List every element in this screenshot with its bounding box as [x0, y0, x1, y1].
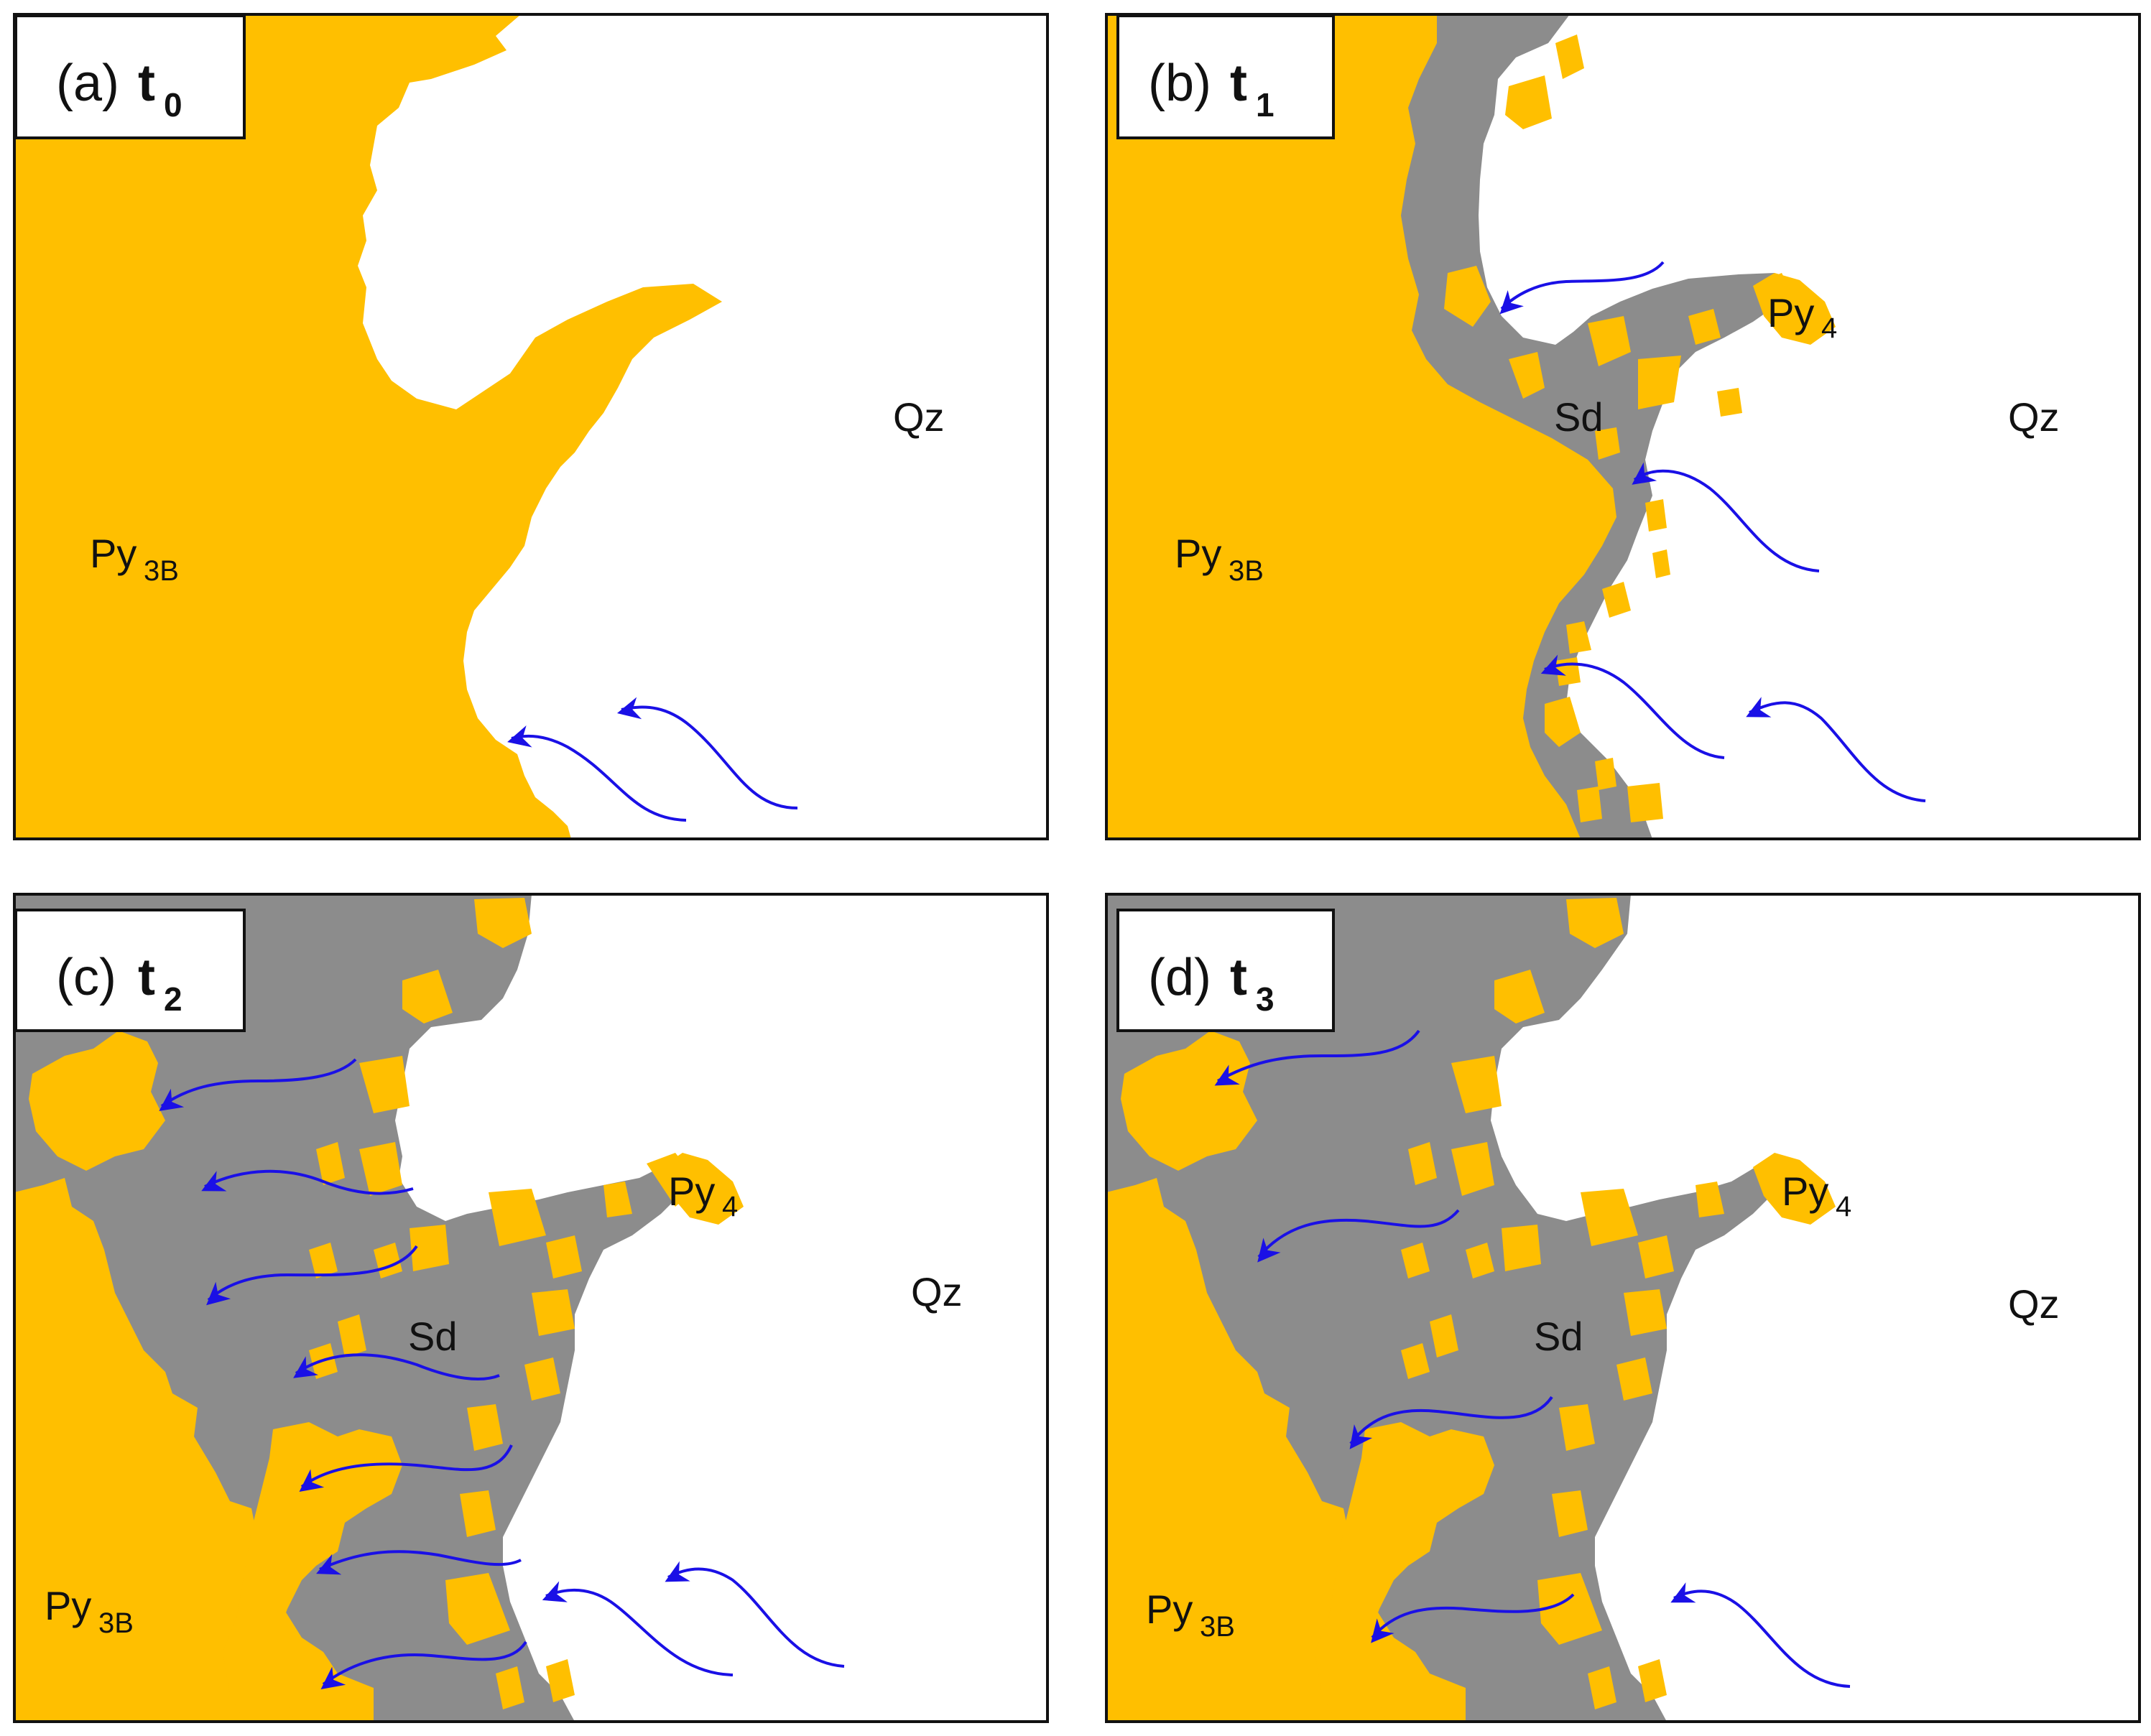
svg-text:4: 4 [722, 1191, 738, 1222]
fluid-arrow [159, 1058, 357, 1111]
fluid-arrow [1670, 1582, 1851, 1688]
time-subscript: 2 [164, 980, 182, 1018]
label-py4: Py 4 [1767, 290, 1837, 344]
svg-text:Py: Py [1146, 1587, 1193, 1632]
fluid-arrow [1746, 697, 1926, 802]
pyrite-py4-tip [661, 1153, 744, 1225]
svg-text:Sd: Sd [1554, 394, 1604, 440]
svg-text:3B: 3B [1229, 555, 1264, 587]
pyrite-py3b-region [1315, 1422, 1494, 1722]
fluid-arrow [320, 1640, 527, 1689]
fluid-arrow [616, 697, 798, 809]
fluid-arrow [1257, 1209, 1460, 1263]
time-subscript: 3 [1256, 980, 1275, 1018]
svg-text:Py: Py [668, 1169, 715, 1214]
svg-text:Py: Py [1782, 1169, 1828, 1214]
svg-text:3B: 3B [98, 1607, 134, 1639]
time-label: t [138, 55, 155, 112]
label-sd: Sd [408, 1314, 458, 1359]
fluid-arrow [542, 1581, 734, 1676]
fluid-arrow [1371, 1593, 1575, 1643]
fluid-arrow [1349, 1396, 1553, 1449]
panel-letter: (d) [1148, 949, 1211, 1006]
label-py4: Py 4 [668, 1169, 738, 1222]
panel-b: (b) t 1 Py 3B Qz Sd Py 4 [1105, 13, 2141, 840]
time-subscript: 1 [1256, 86, 1275, 124]
panel-frame [1105, 13, 2141, 840]
svg-text:4: 4 [1836, 1191, 1851, 1222]
fluid-arrow [507, 725, 687, 822]
label-qz: Qz [2008, 1281, 2060, 1327]
panel-frame [13, 893, 1049, 1723]
fluid-arrow [201, 1169, 414, 1195]
panel-title-box: (b) t 1 [1116, 14, 1335, 139]
panel-title-box: (c) t 2 [14, 909, 246, 1032]
fluid-arrow [1632, 462, 1820, 572]
pyrite-py3b-region [1106, 1178, 1466, 1722]
label-py4: Py 4 [1782, 1169, 1851, 1222]
panel-title-box: (a) t 0 [14, 14, 246, 139]
pyrite-py3b-region [14, 1178, 374, 1722]
panel-letter: (a) [56, 55, 119, 112]
fluid-arrow [1499, 261, 1665, 315]
panel-letter: (c) [56, 949, 116, 1006]
svg-text:Qz: Qz [911, 1269, 963, 1314]
fluid-arrow [1214, 1029, 1420, 1086]
fluid-arrow [299, 1444, 513, 1492]
fluid-arrow [665, 1561, 845, 1668]
svg-text:Py: Py [1175, 531, 1221, 576]
svg-text:Qz: Qz [2008, 394, 2060, 440]
pyrite-py3b-region [14, 14, 722, 839]
label-py3b: Py 3B [45, 1583, 134, 1639]
panel-letter: (b) [1148, 55, 1211, 112]
time-label: t [1230, 55, 1247, 112]
fluid-arrow [206, 1245, 418, 1306]
fluid-arrow [1540, 654, 1725, 759]
panel-frame [13, 13, 1049, 840]
label-sd: Sd [1534, 1314, 1583, 1359]
time-subscript: 0 [164, 86, 182, 124]
time-label: t [1230, 949, 1247, 1006]
svg-text:Py: Py [1767, 290, 1814, 335]
pyrite-py3b-region [1106, 14, 1616, 839]
panel-c: (c) t 2 Py 3B Qz Sd Py 4 [13, 893, 1049, 1723]
panel-a: (a) t 0 Py 3B Qz [13, 13, 1049, 840]
label-py3b: Py 3B [1146, 1587, 1235, 1643]
svg-text:Sd: Sd [408, 1314, 458, 1359]
panel-d: (d) t 3 Py 3B Qz Sd Py 4 [1105, 893, 2141, 1723]
label-qz: Qz [2008, 394, 2060, 440]
label-py3b: Py 3B [90, 531, 179, 587]
pyrite-py4-tip [1753, 273, 1836, 345]
label-sd: Sd [1554, 394, 1604, 440]
svg-text:4: 4 [1821, 312, 1837, 344]
pyrite-py3b-region [29, 1031, 165, 1171]
svg-text:Sd: Sd [1534, 1314, 1583, 1359]
panel-frame [1105, 893, 2141, 1723]
svg-text:Qz: Qz [2008, 1281, 2060, 1327]
svg-text:Py: Py [45, 1583, 91, 1628]
svg-text:3B: 3B [144, 555, 179, 587]
panel-title-box: (d) t 3 [1116, 909, 1335, 1032]
svg-text:Qz: Qz [893, 394, 945, 440]
svg-text:Py: Py [90, 531, 137, 576]
pyrite-py3b-region [223, 1422, 402, 1722]
pyrite-py4-tip [1753, 1153, 1836, 1225]
label-py3b: Py 3B [1175, 531, 1264, 587]
time-label: t [138, 949, 155, 1006]
pyrite-py4-grains [1401, 898, 1724, 1709]
label-qz: Qz [911, 1269, 963, 1314]
label-qz: Qz [893, 394, 945, 440]
svg-text:3B: 3B [1200, 1611, 1235, 1643]
fluid-arrow [316, 1550, 522, 1575]
fluid-arrow [293, 1353, 500, 1380]
